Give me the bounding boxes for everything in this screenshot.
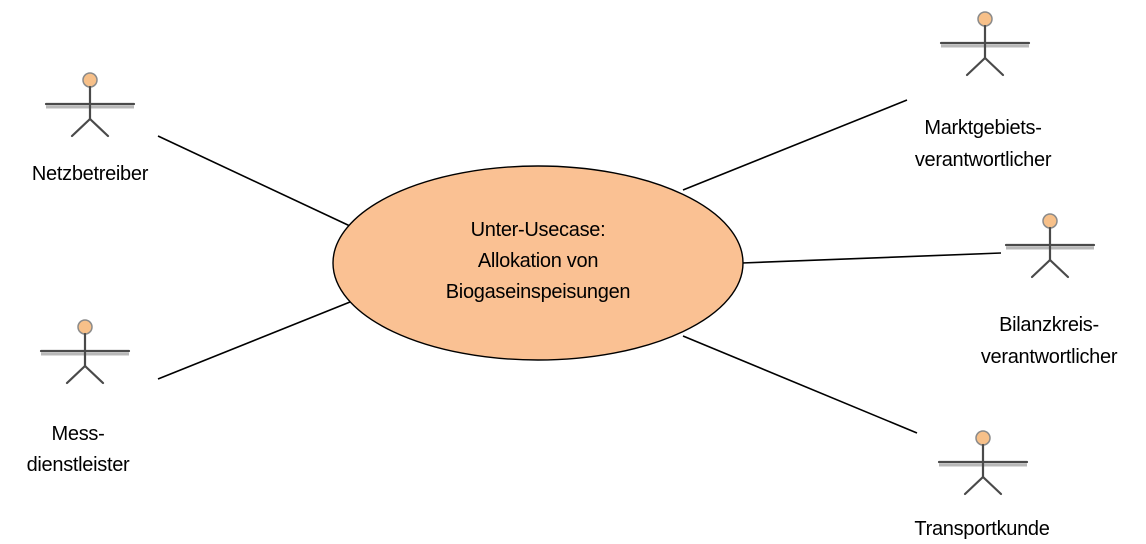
usecase-allokation[interactable]: Unter-Usecase: Allokation von Biogaseins… [332,165,744,361]
actor-label-marktgebiets-line-1: Marktgebiets- [924,117,1041,139]
actor-messdienstleister[interactable]: Mess- dienstleister [27,319,131,476]
actor-stick-figure-icon [1004,213,1096,279]
actor-label-messdienstleister-line-2: dienstleister [27,454,130,476]
actor-stick-figure-icon [937,430,1029,496]
actor-bilanzkreisverantwortlicher[interactable]: Bilanzkreis- verantwortlicher [981,213,1118,368]
connector-messdienstleister[interactable] [157,301,351,380]
actor-stick-figure-icon [939,11,1031,77]
actor-label-netzbetreiber: Netzbetreiber [32,163,149,185]
usecase-label-line-2: Allokation von [478,250,598,272]
actor-label-bilanzkreis-line-1: Bilanzkreis- [999,314,1099,336]
actor-netzbetreiber[interactable]: Netzbetreiber [32,72,149,185]
actor-label-transportkunde: Transportkunde [914,518,1049,540]
actor-label-messdienstleister-line-1: Mess- [52,423,105,445]
connector-transportkunde[interactable] [682,335,918,434]
connector-bilanzkreisverantwortlicher[interactable] [741,252,1002,264]
connector-marktgebietsverantwortlicher[interactable] [682,99,908,191]
actor-label-bilanzkreis-line-2: verantwortlicher [981,346,1118,368]
usecase-ellipse[interactable] [332,165,744,361]
usecase-label-line-1: Unter-Usecase: [471,219,606,241]
actor-transportkunde[interactable]: Transportkunde [914,430,1050,540]
connector-netzbetreiber[interactable] [157,135,351,227]
actor-stick-figure-icon [44,72,136,138]
actor-stick-figure-icon [39,319,131,385]
actor-label-marktgebiets-line-2: verantwortlicher [915,149,1052,171]
connectors [157,99,1002,434]
actor-marktgebietsverantwortlicher[interactable]: Marktgebiets- verantwortlicher [915,11,1052,171]
usecase-label-line-3: Biogaseinspeisungen [446,281,630,303]
